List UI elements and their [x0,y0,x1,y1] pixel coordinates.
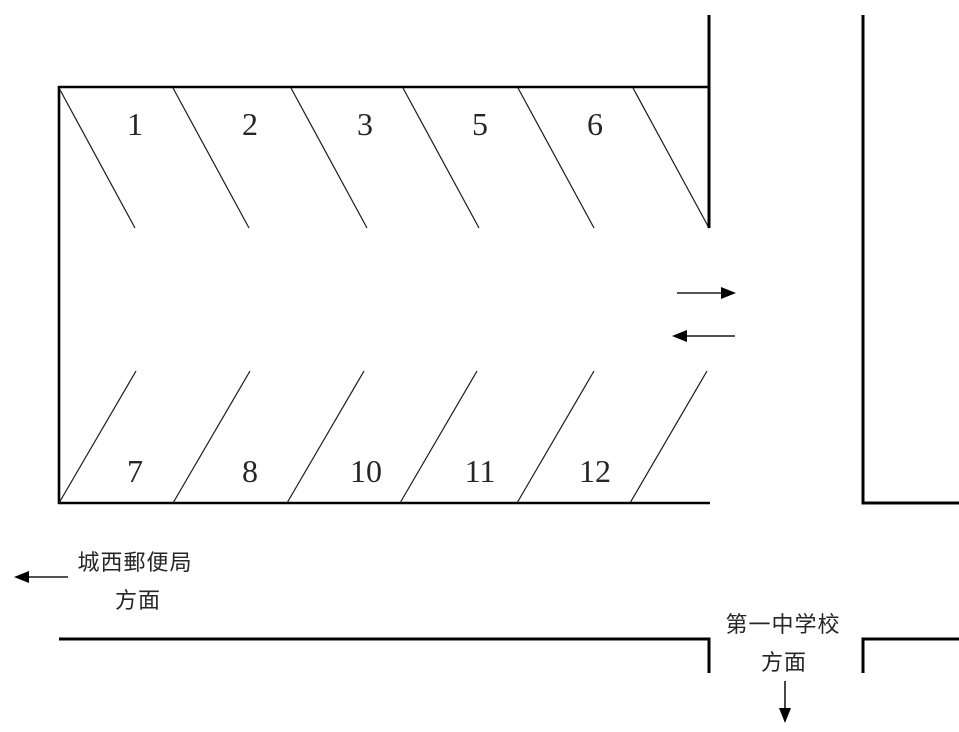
stall-divider [172,87,250,229]
stall-divider [516,370,595,504]
south-road [59,637,959,673]
south-destination: 第一中学校 方面 [725,612,840,723]
stall-divider [58,87,136,229]
south-road-east-segment [861,637,959,673]
space-number-6: 6 [587,106,603,142]
stall-divider [629,370,708,504]
space-number-3: 3 [357,106,373,142]
stall-divider [517,87,595,229]
space-number-7: 7 [127,453,143,489]
left-arrow-icon [14,571,29,583]
space-number-10: 10 [350,453,382,489]
south-destination-name: 第一中学校 [725,612,840,637]
west-destination-name: 城西郵便局 [77,550,192,575]
right-arrow-icon [721,287,736,299]
space-number-8: 8 [242,453,258,489]
entrance-out-arrow [672,330,735,342]
space-number-12: 12 [579,453,611,489]
stall-divider [58,370,137,504]
stall-divider [399,370,478,504]
down-arrow-icon [779,708,791,723]
space-number-2: 2 [242,106,258,142]
entrance-in-arrow [677,287,736,299]
entrance-arrows [672,287,736,342]
bottom-row-dividers [58,370,708,504]
stall-divider [172,370,251,504]
space-number-1: 1 [127,106,143,142]
left-arrow-icon [672,330,687,342]
stall-divider [632,87,710,229]
east-road-east-edge [861,15,959,505]
east-road [707,15,959,505]
west-destination-suffix: 方面 [115,588,161,613]
space-number-5: 5 [472,106,488,142]
south-road-west-segment [59,637,711,673]
bottom-row-space-numbers: 7 8 10 11 12 [127,453,611,489]
stall-divider [290,87,368,229]
top-row-space-numbers: 1 2 3 5 6 [127,106,603,142]
south-destination-suffix: 方面 [761,650,807,675]
space-number-11: 11 [465,453,496,489]
parking-lot-boundary [57,85,710,505]
west-destination: 城西郵便局 方面 [14,550,192,613]
stall-divider [286,370,365,504]
top-row-dividers [58,87,710,229]
stall-divider [402,87,480,229]
